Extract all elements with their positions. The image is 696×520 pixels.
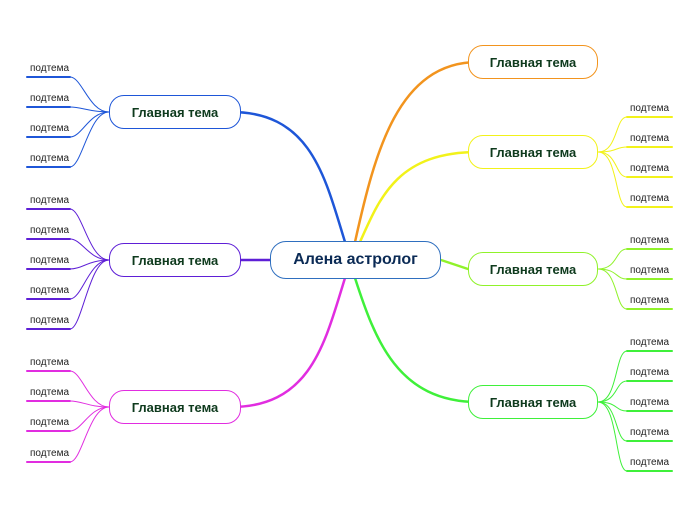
subtopic-label[interactable]: подтема <box>630 235 670 246</box>
main-topic-node[interactable]: Главная тема <box>468 252 598 286</box>
subtopic-connector <box>26 259 110 330</box>
subtopic-label[interactable]: подтема <box>30 123 70 134</box>
main-topic-node[interactable]: Главная тема <box>109 390 241 424</box>
subtopic-label[interactable]: подтема <box>30 153 70 164</box>
main-branch-connector <box>439 258 470 271</box>
central-topic[interactable]: Алена астролог <box>270 241 441 279</box>
subtopic-label[interactable]: подтема <box>30 255 70 266</box>
main-branch-connector <box>358 150 480 244</box>
subtopic-label[interactable]: подтема <box>30 93 70 104</box>
subtopic-connector <box>597 401 673 472</box>
subtopic-label[interactable]: подтема <box>30 225 70 236</box>
subtopic-label[interactable]: подтема <box>30 357 70 368</box>
subtopic-label[interactable]: подтема <box>30 315 70 326</box>
subtopic-label[interactable]: подтема <box>630 295 670 306</box>
subtopic-label[interactable]: подтема <box>630 457 670 468</box>
subtopic-label[interactable]: подтема <box>630 193 670 204</box>
main-topic-node[interactable]: Главная тема <box>468 385 598 419</box>
main-topic-node[interactable]: Главная тема <box>109 243 241 277</box>
main-branch-connector <box>229 110 347 244</box>
subtopic-label[interactable]: подтема <box>630 397 670 408</box>
subtopic-label[interactable]: подтема <box>30 63 70 74</box>
subtopic-label[interactable]: подтема <box>630 133 670 144</box>
subtopic-label[interactable]: подтема <box>30 387 70 398</box>
subtopic-label[interactable]: подтема <box>630 163 670 174</box>
subtopic-label[interactable]: подтема <box>30 285 70 296</box>
main-topic-node[interactable]: Главная тема <box>468 135 598 169</box>
main-branch-connector <box>229 276 347 409</box>
main-branch-connector <box>353 276 480 404</box>
subtopic-label[interactable]: подтема <box>30 195 70 206</box>
subtopic-label[interactable]: подтема <box>30 448 70 459</box>
subtopic-label[interactable]: подтема <box>630 367 670 378</box>
subtopic-label[interactable]: подтема <box>630 427 670 438</box>
subtopic-label[interactable]: подтема <box>630 103 670 114</box>
subtopic-label[interactable]: подтема <box>30 417 70 428</box>
main-topic-node[interactable]: Главная тема <box>468 45 598 79</box>
main-branch-connector <box>353 60 480 244</box>
main-topic-node[interactable]: Главная тема <box>109 95 241 129</box>
subtopic-label[interactable]: подтема <box>630 265 670 276</box>
subtopic-label[interactable]: подтема <box>630 337 670 348</box>
